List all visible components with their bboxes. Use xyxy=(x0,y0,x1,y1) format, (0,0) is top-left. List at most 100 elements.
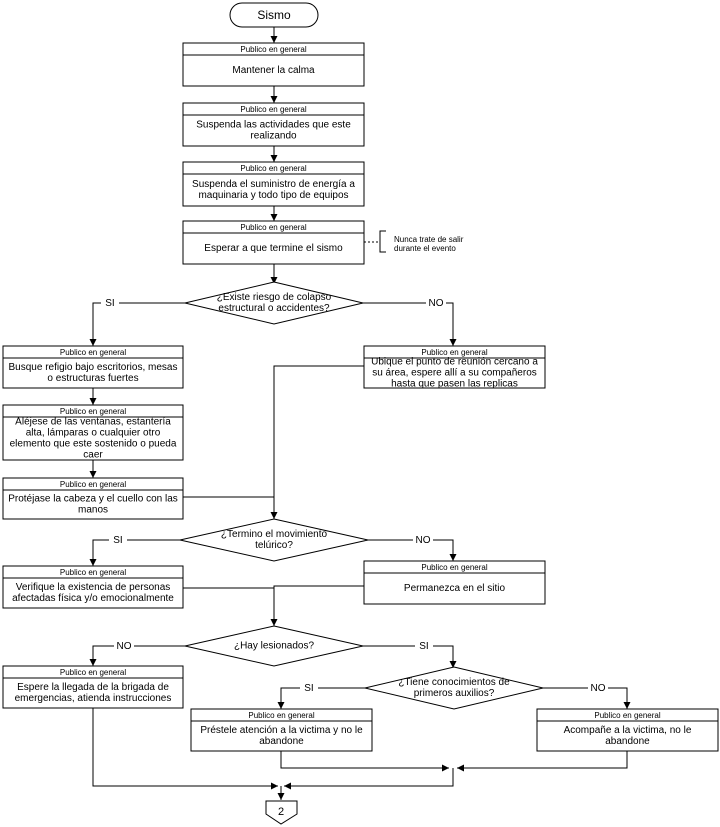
process-box-header: Publico en general xyxy=(60,668,126,677)
process-box-header: Publico en general xyxy=(60,348,126,357)
process-box-header: Publico en general xyxy=(421,348,487,357)
off-page-label: 2 xyxy=(278,806,284,818)
connector-line xyxy=(363,302,457,346)
decision-diamond: ¿Hay lesionados? SI NO xyxy=(114,625,433,667)
decision-text: telúrico? xyxy=(255,540,293,551)
decision-shape xyxy=(184,625,364,667)
start-terminator: Sismo xyxy=(229,2,319,28)
process-box-text: abandone xyxy=(605,736,650,747)
connector-line xyxy=(92,708,278,790)
process-box-text: elemento que este sostenido o pueda xyxy=(10,439,177,450)
connector-line xyxy=(89,539,180,566)
no-label: NO xyxy=(117,641,132,652)
process-box-text: Verifique la existencia de personas xyxy=(16,582,171,593)
process-box-header: Publico en general xyxy=(240,164,306,173)
process-box-frame xyxy=(363,560,546,605)
decision-text: primeros auxilios? xyxy=(414,688,495,699)
process-box-text: Permanezca en el sitio xyxy=(404,583,506,594)
connector-line xyxy=(284,768,454,790)
process-box-header: Publico en general xyxy=(421,563,487,572)
process-box-text: su área, espere allí a su compañeros xyxy=(372,368,537,379)
connector-line xyxy=(270,585,364,626)
decision-text: ¿Tiene conocimientos de xyxy=(398,677,510,688)
process-box-frame xyxy=(2,477,184,520)
process-box-text: emergencias, atienda instrucciones xyxy=(15,693,172,704)
process-box-text: Ubique el punto de reunión cercano a xyxy=(371,357,538,368)
process-box-text: Esperar a que termine el sismo xyxy=(204,243,343,254)
no-label: NO xyxy=(429,298,444,309)
decision-text: ¿Existe riesgo de colapso xyxy=(217,292,332,303)
process-box-header: Publico en general xyxy=(240,223,306,232)
connector-line xyxy=(89,645,185,666)
no-label: NO xyxy=(591,683,606,694)
decision-text: ¿Termino el movimiento xyxy=(221,529,328,540)
process-box-text: manos xyxy=(78,505,108,516)
process-box-header: Publico en general xyxy=(60,407,126,416)
label-backing xyxy=(588,682,608,694)
connectors xyxy=(89,27,631,800)
process-box-frame xyxy=(2,404,184,461)
connector-line xyxy=(368,539,457,561)
connector-line xyxy=(280,751,449,772)
process-box-frame xyxy=(363,345,546,389)
process-box-text: realizando xyxy=(250,131,297,142)
process-box-text: Mantener la calma xyxy=(232,65,315,76)
off-page-shape xyxy=(265,800,298,825)
process-box-text: abandone xyxy=(259,736,304,747)
process-box-text: Protéjase la cabeza y el cuello con las xyxy=(8,494,178,505)
process-box-text: caer xyxy=(83,450,103,461)
process-box-frame xyxy=(182,220,365,265)
yes-label: SI xyxy=(419,641,428,652)
process-box-header: Publico en general xyxy=(60,480,126,489)
process-box-text: Acompañe a la victima, no le xyxy=(564,725,692,736)
process-box-header: Publico en general xyxy=(240,105,306,114)
process-box-text: Suspenda las actividades que este xyxy=(196,120,351,131)
process-box-text: Suspenda el suministro de energía a xyxy=(192,179,355,190)
process-box-frame xyxy=(182,161,365,207)
process-box-frame xyxy=(182,42,365,87)
process-box-frame xyxy=(190,708,373,752)
connector-line xyxy=(543,687,631,709)
decision-shape xyxy=(364,666,544,710)
process-box-text: Busque refigio bajo escritorios, mesas xyxy=(9,362,178,373)
yes-label: SI xyxy=(304,683,313,694)
process-box-text: o estructuras fuertes xyxy=(47,373,138,384)
decision-text: estructural o accidentes? xyxy=(218,303,330,314)
process-box-header: Publico en general xyxy=(594,711,660,720)
annotation-line-1: Nunca trate de salir xyxy=(394,235,464,244)
yes-label: SI xyxy=(105,298,114,309)
label-backing xyxy=(413,534,433,546)
label-backing xyxy=(109,534,127,546)
process-box-text: alta, lámparas o cualquier otro xyxy=(26,428,161,439)
process-box-text: Aléjese de las ventanas, estantería xyxy=(15,417,171,428)
process-box-header: Publico en general xyxy=(248,711,314,720)
label-backing xyxy=(101,297,119,309)
process-box-text: hasta que pasen las replicas xyxy=(391,379,518,390)
process-box-frame xyxy=(536,708,719,752)
decision-shape xyxy=(184,281,364,325)
process-box-text: Espere la llegada de la brigada de xyxy=(17,682,169,693)
process-box-frame xyxy=(182,102,365,147)
decision-text: ¿Hay lesionados? xyxy=(234,641,314,652)
connector-line xyxy=(457,751,628,772)
annotation-line-2: durante el evento xyxy=(394,244,456,253)
process-box-header: Publico en general xyxy=(60,568,126,577)
label-backing xyxy=(114,640,134,652)
process-box-frame xyxy=(2,565,184,609)
decision-shape xyxy=(179,518,369,562)
